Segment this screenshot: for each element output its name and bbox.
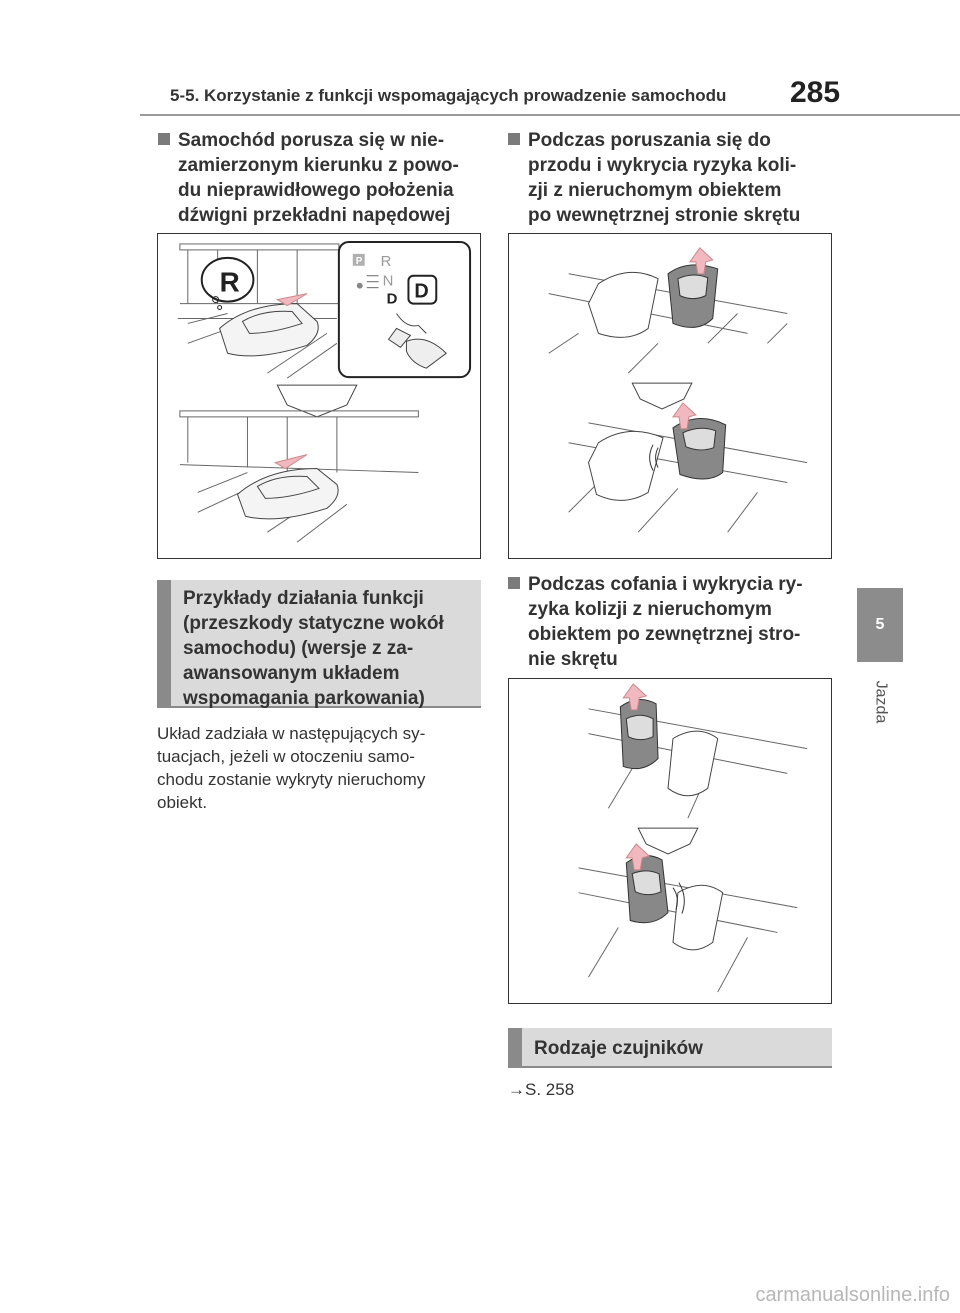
right-heading2-line-2: zyka kolizji z nieruchomym <box>528 599 772 620</box>
box-title-line-3: samochodu) (wersje z za- <box>183 638 414 659</box>
page-number: 285 <box>790 76 841 109</box>
right-heading-reverse: Podczas cofania i wykrycia ry- zyka koli… <box>508 572 838 672</box>
shift-r-label: R <box>381 254 392 270</box>
chapter-label: Jazda <box>871 680 889 724</box>
chapter-number: 5 <box>875 616 885 633</box>
right-heading1-line-2: przodu i wykrycia ryzyka koli- <box>528 155 797 176</box>
right-heading2-line-4: nie skrętu <box>528 649 618 670</box>
body-line-3: chodu zostanie wykryty nieruchomy <box>157 770 426 789</box>
box-title-line-2: (przeszkody statyczne wokół <box>183 613 444 634</box>
chapter-label-container: Jazda <box>857 672 903 732</box>
example-box: Przykłady działania funkcji (przeszkody … <box>157 580 481 709</box>
left-heading-line-1: Samochód porusza się w nie- <box>158 128 488 153</box>
section-title: 5-5. Korzystanie z funkcji wspomagającyc… <box>170 86 727 105</box>
left-heading-line-3: du nieprawidłowego położenia <box>178 180 454 201</box>
sensor-types-title: Rodzaje czujników <box>534 1038 703 1059</box>
page-reference-link[interactable]: →S. 258 <box>508 1080 575 1099</box>
right-heading1-line-3: zji z nieruchomym obiektem <box>528 180 782 201</box>
box-title-line-1: Przykłady działania funkcji <box>183 588 424 609</box>
shift-n-label: N <box>383 274 394 290</box>
left-heading-line-4: dźwigni przekładni napędowej <box>178 205 451 226</box>
body-paragraph: Układ zadziała w następujących sy- tuacj… <box>157 722 487 814</box>
left-heading-text-1: Samochód porusza się w nie- <box>178 130 445 151</box>
selected-gear-label: D <box>414 281 428 303</box>
left-heading-line-2: zamierzonym kierunku z powo- <box>178 155 459 176</box>
reverse-outside-turn-illustration <box>578 683 808 993</box>
figure-gear-position: R P R N D D <box>157 233 481 559</box>
watermark: carmanualsonline.info <box>755 1284 950 1306</box>
body-line-1: Układ zadziała w następujących sy- <box>157 724 426 743</box>
body-line-4: obiekt. <box>157 793 208 812</box>
shift-p-label: P <box>356 256 363 267</box>
right-heading-forward: Podczas poruszania się do przodu i wykry… <box>508 128 838 228</box>
gear-position-illustration: R P R N D D <box>177 240 472 543</box>
body-line-2: tuacjach, jeżeli w otoczeniu samo- <box>157 747 415 766</box>
right-heading2-line-3: obiektem po zewnętrznej stro- <box>528 624 801 645</box>
forward-inside-turn-illustration <box>548 247 808 533</box>
left-heading: Samochód porusza się w nie- zamierzonym … <box>158 128 488 228</box>
right-heading2-text-1: Podczas cofania i wykrycia ry- <box>528 574 803 595</box>
chapter-tab[interactable]: 5 <box>857 588 903 662</box>
bullet-square-icon <box>158 133 170 145</box>
sensor-types-box: Rodzaje czujników <box>508 1028 832 1068</box>
right-heading1-line-1: Podczas poruszania się do <box>508 128 838 153</box>
gear-bubble-label: R <box>220 267 240 298</box>
header-rule <box>140 114 960 116</box>
box-title-line-5: wspomagania parkowania) <box>183 688 425 709</box>
right-heading1-line-4: po wewnętrznej stronie skrętu <box>528 205 801 226</box>
figure-reverse-outside-turn <box>508 678 832 1004</box>
right-heading1-text-1: Podczas poruszania się do <box>528 130 771 151</box>
bullet-square-icon <box>508 133 520 145</box>
shift-d-label: D <box>387 292 398 308</box>
right-heading2-line-1: Podczas cofania i wykrycia ry- <box>508 572 838 597</box>
bullet-square-icon <box>508 577 520 589</box>
box-title-line-4: awansowanym układem <box>183 663 400 684</box>
figure-forward-inside-turn <box>508 233 832 559</box>
